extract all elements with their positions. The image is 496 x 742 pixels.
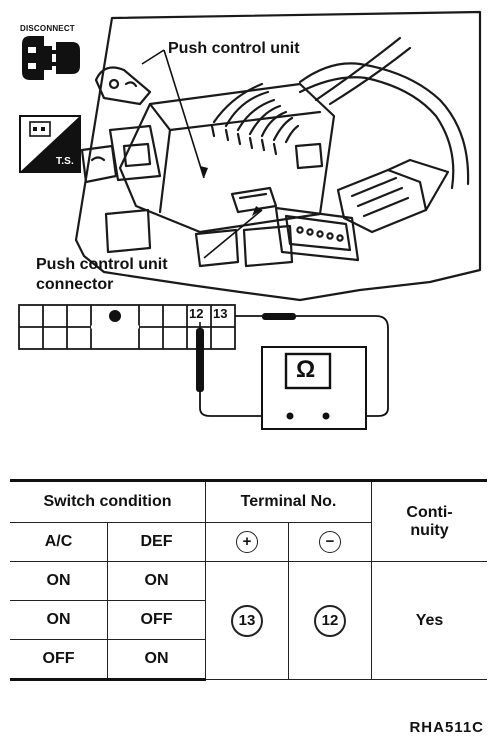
row3-ac: OFF bbox=[10, 639, 108, 681]
def-column-header: DEF bbox=[107, 522, 206, 562]
continuity-header-line1: Conti- bbox=[406, 503, 453, 521]
connector-key-dot bbox=[109, 310, 121, 322]
ohm-symbol: Ω bbox=[296, 356, 316, 383]
figure-code: RHA511C bbox=[409, 719, 484, 736]
row1-ac: ON bbox=[10, 561, 108, 601]
connector-terminal-grid bbox=[18, 304, 236, 350]
continuity-value: Yes bbox=[371, 561, 487, 680]
terminal-no-header: Terminal No. bbox=[205, 479, 372, 523]
disconnect-caption: DISCONNECT bbox=[20, 24, 75, 33]
push-control-unit-connector-label-line2: connector bbox=[36, 276, 114, 293]
push-control-unit-label: Push control unit bbox=[168, 40, 300, 57]
ac-column-header: A/C bbox=[10, 522, 108, 562]
row3-def: ON bbox=[107, 639, 206, 681]
positive-symbol: + bbox=[236, 531, 258, 553]
negative-terminal-value: 12 bbox=[288, 561, 372, 680]
negative-terminal-header: − bbox=[288, 522, 372, 562]
ohmmeter-icon bbox=[261, 346, 367, 430]
row2-ac: ON bbox=[10, 600, 108, 640]
terminal-12-circled: 12 bbox=[314, 604, 346, 637]
continuity-header-line2: nuity bbox=[410, 521, 449, 539]
terminal-13-circled: 13 bbox=[231, 604, 263, 637]
terminal-13-label: 13 bbox=[213, 306, 228, 321]
troubleshooting-icon bbox=[19, 115, 81, 173]
negative-symbol: − bbox=[319, 531, 341, 553]
continuity-table: Switch condition Terminal No. Conti- nui… bbox=[10, 479, 487, 681]
troubleshooting-caption: T.S. bbox=[56, 156, 75, 167]
table-row: ON OFF bbox=[10, 600, 487, 640]
row1-def: ON bbox=[107, 561, 206, 601]
positive-terminal-header: + bbox=[205, 522, 289, 562]
table-row: OFF ON bbox=[10, 639, 487, 681]
push-control-unit-illustration bbox=[18, 10, 482, 430]
table-row: ON ON 13 12 Yes bbox=[10, 561, 487, 680]
continuity-header: Conti- nuity bbox=[371, 479, 487, 562]
row2-def: OFF bbox=[107, 600, 206, 640]
terminal-12-label: 12 bbox=[189, 306, 204, 321]
disconnect-plug-icon bbox=[22, 36, 80, 80]
positive-terminal-value: 13 bbox=[205, 561, 289, 680]
push-control-unit-connector-label-line1: Push control unit bbox=[36, 256, 168, 273]
switch-condition-header: Switch condition bbox=[10, 479, 206, 523]
